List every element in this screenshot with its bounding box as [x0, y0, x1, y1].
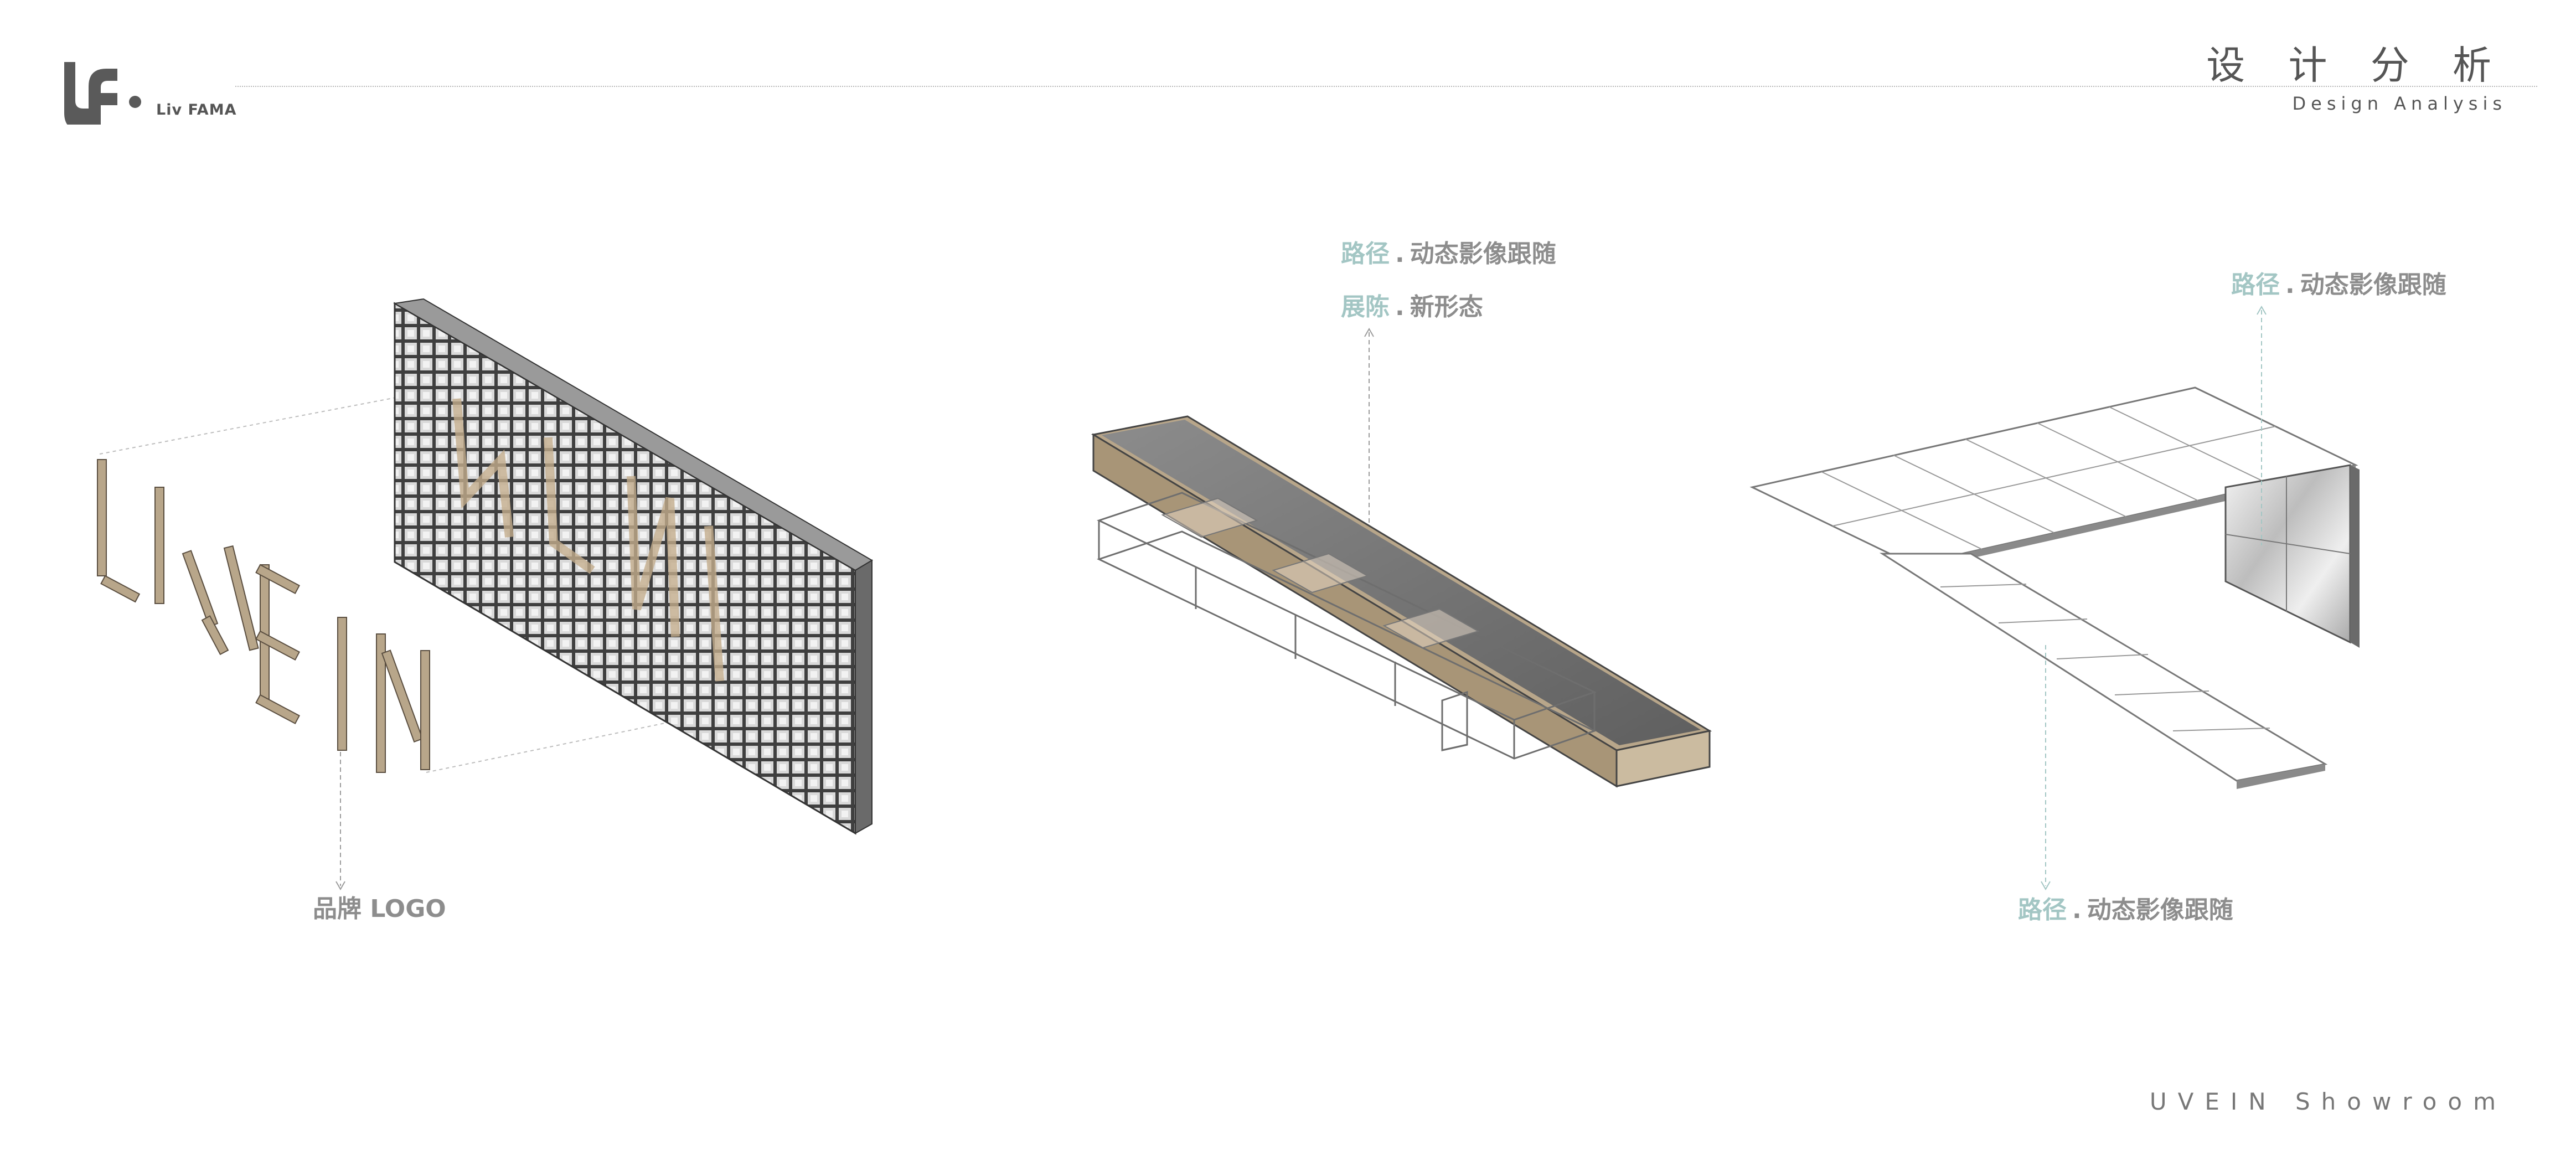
caption-separator: .	[1395, 293, 1405, 321]
caption-right-top: 路径.动态影像跟随	[2231, 265, 2446, 300]
footer-project-name: UVEIN Showroom	[2149, 1088, 2507, 1115]
caption-mid-exhibit: 展陈.新形态	[1341, 287, 1483, 322]
page-subtitle: Design Analysis	[2292, 93, 2507, 114]
caption-right-bottom-key: 路径	[2018, 896, 2067, 924]
header-rule	[235, 86, 2537, 87]
caption-right-bottom-text: 动态影像跟随	[2087, 896, 2233, 924]
caption-right-bottom: 路径.动态影像跟随	[2018, 890, 2233, 925]
caption-mid-path: 路径.动态影像跟随	[1341, 234, 1556, 269]
brand-logo-text: Liv FAMA	[156, 101, 237, 118]
caption-mid-path-key: 路径	[1341, 240, 1390, 268]
caption-separator: .	[2285, 271, 2295, 299]
caption-separator: .	[1395, 240, 1405, 268]
caption-right-top-text: 动态影像跟随	[2300, 271, 2446, 299]
page-title: 设 计 分 析	[2206, 43, 2507, 88]
caption-right-top-key: 路径	[2231, 271, 2280, 299]
liv-fama-logo-icon	[64, 62, 141, 125]
caption-brand-logo-text: 品牌 LOGO	[313, 895, 446, 923]
caption-separator: .	[2072, 896, 2082, 924]
path-drawing	[1749, 305, 2360, 891]
caption-brand-logo: 品牌 LOGO	[313, 889, 446, 924]
display-table-drawing	[1091, 327, 1712, 788]
caption-mid-path-text: 动态影像跟随	[1410, 240, 1556, 268]
logo-wall-drawing	[97, 298, 873, 891]
caption-mid-exhibit-key: 展陈	[1341, 293, 1390, 321]
caption-mid-exhibit-text: 新形态	[1410, 293, 1483, 321]
